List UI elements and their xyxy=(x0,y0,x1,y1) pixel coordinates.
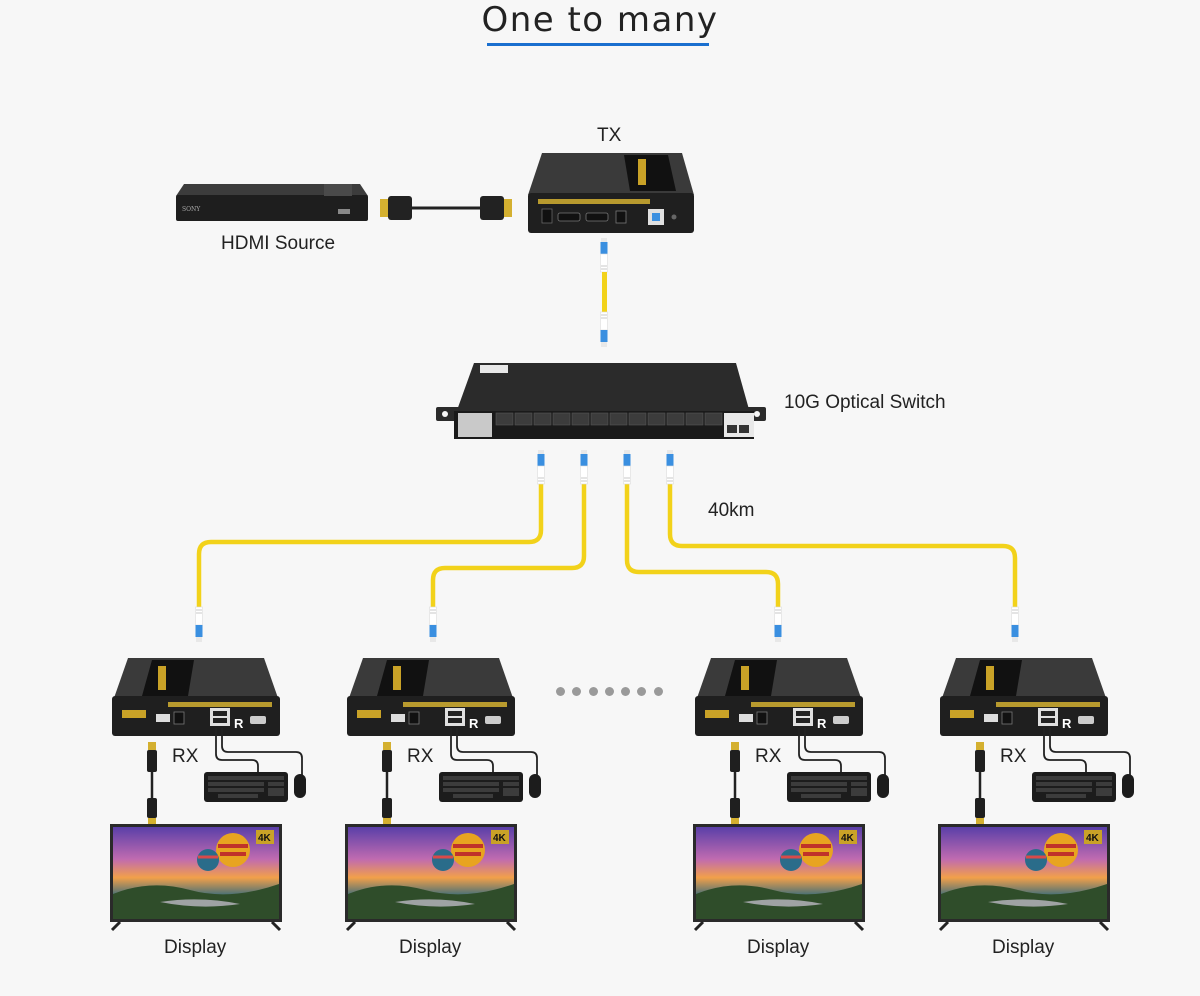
4k-badge: 4K xyxy=(1086,833,1100,844)
optical-switch-device xyxy=(436,361,766,441)
tx-label: TX xyxy=(597,125,622,146)
rx-device: R xyxy=(347,656,515,745)
title-underline xyxy=(487,43,709,46)
mouse-icon xyxy=(529,774,541,798)
ellipsis-dot xyxy=(556,687,565,696)
rx-label: RX xyxy=(1000,746,1027,767)
keyboard-icon xyxy=(204,772,288,807)
ellipsis-dot xyxy=(637,687,647,696)
hdmi-source-device: SONY xyxy=(176,182,368,222)
more-receivers-ellipsis xyxy=(556,687,663,696)
rx-device: R xyxy=(940,656,1108,745)
receiver-group-2: R RX xyxy=(345,656,547,996)
rx-label: RX xyxy=(755,746,782,767)
4k-badge: 4K xyxy=(258,833,272,844)
hdmi-cable-rx-display xyxy=(730,742,740,826)
fiber-rx-2 xyxy=(430,481,587,611)
fiber-rx-3 xyxy=(624,481,781,611)
keyboard-icon xyxy=(787,772,871,807)
ellipsis-dot xyxy=(653,687,663,696)
rx-label: RX xyxy=(172,746,199,767)
ellipsis-dot xyxy=(621,687,631,696)
display-tv: 4K xyxy=(938,824,1110,939)
display-label: Display xyxy=(399,937,462,958)
svg-text:R: R xyxy=(234,716,244,731)
usb-cables xyxy=(798,728,886,776)
keyboard-icon xyxy=(439,772,523,807)
svg-text:R: R xyxy=(1062,716,1072,731)
display-label: Display xyxy=(992,937,1055,958)
fiber-rx-1 xyxy=(196,481,544,611)
svg-text:R: R xyxy=(817,716,827,731)
keyboard-icon xyxy=(1032,772,1116,807)
receiver-group-4: R RX xyxy=(938,656,1140,996)
hdmi-cable xyxy=(380,196,512,220)
page-title: One to many xyxy=(481,0,719,40)
hdmi-cable-rx-display xyxy=(975,742,985,826)
hdmi-cable-rx-display xyxy=(147,742,157,826)
display-tv: 4K xyxy=(345,824,517,939)
display-label: Display xyxy=(164,937,227,958)
4k-badge: 4K xyxy=(493,833,507,844)
rx-device: R xyxy=(112,656,280,745)
hdmi-source-label: HDMI Source xyxy=(221,233,336,254)
display-label: Display xyxy=(747,937,810,958)
fiber-rx-4 xyxy=(667,481,1018,611)
sony-logo: SONY xyxy=(182,206,201,213)
4k-badge: 4K xyxy=(841,833,855,844)
display-tv: 4K xyxy=(693,824,865,939)
ellipsis-dot xyxy=(588,687,598,696)
hdmi-cable-rx-display xyxy=(382,742,392,826)
usb-cables xyxy=(1043,728,1131,776)
rx-device: R xyxy=(695,656,863,745)
switch-label: 10G Optical Switch xyxy=(784,392,946,413)
display-tv: 4K xyxy=(110,824,282,939)
receiver-group-1: R RX xyxy=(110,656,312,996)
distance-label: 40km xyxy=(708,500,755,521)
rx-label: RX xyxy=(407,746,434,767)
svg-text:R: R xyxy=(469,716,479,731)
ellipsis-dot xyxy=(572,687,582,696)
mouse-icon xyxy=(877,774,889,798)
ellipsis-dot xyxy=(604,687,614,696)
mouse-icon xyxy=(1122,774,1134,798)
tx-switch-fiber xyxy=(600,237,608,348)
usb-cables xyxy=(450,728,538,776)
tx-device xyxy=(528,151,694,233)
receiver-group-3: R RX xyxy=(693,656,895,996)
mouse-icon xyxy=(294,774,306,798)
usb-cables xyxy=(215,728,303,776)
